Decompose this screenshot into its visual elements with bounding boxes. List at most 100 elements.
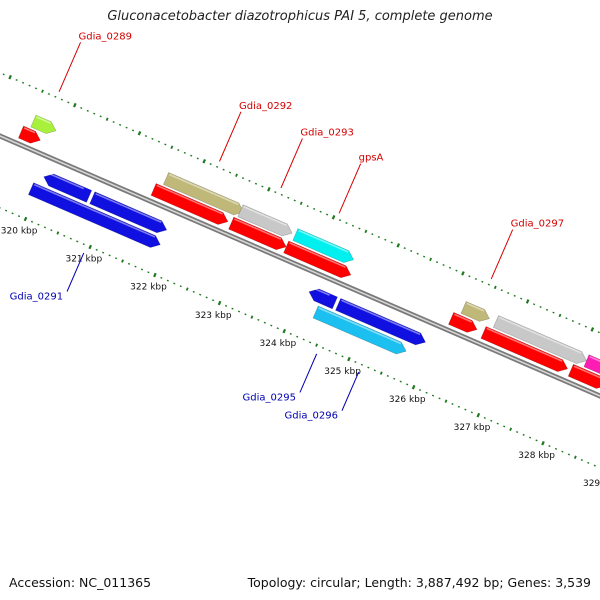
gene-feature-magenta[interactable] [583,354,600,375]
inner-tick-mark [503,425,506,428]
gene-feature-blue[interactable] [28,182,161,248]
outer-tick-mark [54,95,57,98]
gene-feature-red[interactable] [228,216,287,251]
gene-label-leader [490,229,514,280]
backbone [0,133,600,399]
gene-label[interactable]: Gdia_0292 [239,101,292,112]
outer-tick-mark [86,109,89,112]
outer-tick-mark [552,311,555,314]
inner-tick-mark [217,300,222,306]
outer-tick-mark [331,215,336,220]
inner-tick-mark [302,338,305,341]
gene-label[interactable]: Gdia_0293 [300,127,353,138]
inner-tick-mark [406,383,409,386]
outer-tick-mark [513,294,516,297]
gene-feature-lime[interactable] [30,114,57,134]
outer-tick-mark [235,173,238,178]
outer-tick-mark [131,129,135,132]
gene-feature-blue[interactable] [308,288,338,310]
outer-tick-mark [571,320,575,323]
tick-label: 326 kbp [389,395,426,405]
outer-tick-mark [177,149,180,152]
gene-feature-cyan[interactable] [292,228,355,263]
inner-tick-mark [270,324,273,327]
outer-tick-mark [293,199,296,202]
gene-feature-highlight [498,316,582,354]
gene-label-leader [58,42,82,93]
gene-feature-highlight [454,313,472,323]
gene-label[interactable]: Gdia_0295 [243,392,296,403]
inner-tick-mark [431,394,435,397]
inner-tick-mark [50,229,53,232]
outer-tick-mark [396,243,401,248]
gene-feature-khaki[interactable] [460,301,490,322]
gene-feature-highlight [33,183,156,238]
tick-label: 325 kbp [324,367,361,377]
gene-label[interactable]: Gdia_0296 [285,411,338,422]
inner-tick-mark [17,215,21,218]
outer-tick-mark [144,135,148,138]
gene-feature-red[interactable] [567,363,600,389]
gene-label[interactable]: Gdia_0289 [79,31,132,42]
inner-tick-mark [580,459,583,462]
outer-tick-mark [474,278,477,281]
inner-tick-mark [509,427,513,431]
inner-tick-mark [425,391,428,394]
outer-tick-mark [248,179,251,182]
outer-tick-mark [455,269,458,272]
outer-tick-mark [47,92,51,95]
tick-label: 321 kbp [65,255,102,265]
gene-feature-red[interactable] [18,125,41,144]
outer-tick-mark [274,191,277,194]
gene-label-leader [341,371,360,411]
inner-tick-mark [30,220,34,223]
gene-label-leader [66,252,85,292]
inner-tick-mark [63,234,66,237]
inner-tick-mark [341,355,344,358]
outer-tick-mark [448,266,452,269]
gene-feature-gray[interactable] [492,315,587,364]
gene-feature-red[interactable] [283,240,352,279]
gene-feature-red[interactable] [448,312,478,333]
gene-feature-highlight [486,327,563,362]
inner-tick-mark [470,411,473,414]
genome-title: Gluconacetobacter diazotrophicus PAI 5, … [107,9,493,24]
inner-tick-mark [561,450,564,453]
outer-tick-mark [41,89,44,93]
inner-tick-mark [173,282,176,285]
inner-tick-mark [490,419,493,422]
inner-tick-mark [522,433,525,436]
inner-tick-mark [185,287,189,291]
gene-feature-skyblue[interactable] [312,305,407,355]
outer-tick-mark [435,261,439,264]
gene-label[interactable]: Gdia_0297 [511,219,564,230]
outer-tick-mark [481,280,484,283]
gene-feature-highlight [36,116,51,124]
inner-tick-mark [153,272,157,278]
outer-tick-mark [487,283,490,286]
inner-tick-mark [160,276,163,279]
outer-tick-mark [112,121,115,124]
gene-feature-gray[interactable] [237,204,293,237]
gene-feature-blue[interactable] [89,191,168,234]
gene-feature-blue[interactable] [335,298,426,346]
inner-tick-mark [528,436,532,439]
gene-feature-khaki[interactable] [163,172,245,216]
inner-tick-mark [360,363,363,366]
outer-tick-mark [241,177,245,180]
gene-feature-red[interactable] [150,183,229,225]
outer-tick-mark [429,257,433,262]
gene-label[interactable]: Gdia_0291 [10,291,63,302]
inner-tick-mark [108,254,111,257]
gene-feature-red[interactable] [480,326,569,372]
outer-tick-mark [254,182,258,185]
outer-tick-mark [202,158,206,164]
gene-feature-blue[interactable] [43,173,93,203]
inner-tick-mark [476,412,481,418]
gene-label[interactable]: gpsA [359,153,384,164]
inner-tick-mark [444,399,448,403]
outer-tick-mark [319,210,322,213]
